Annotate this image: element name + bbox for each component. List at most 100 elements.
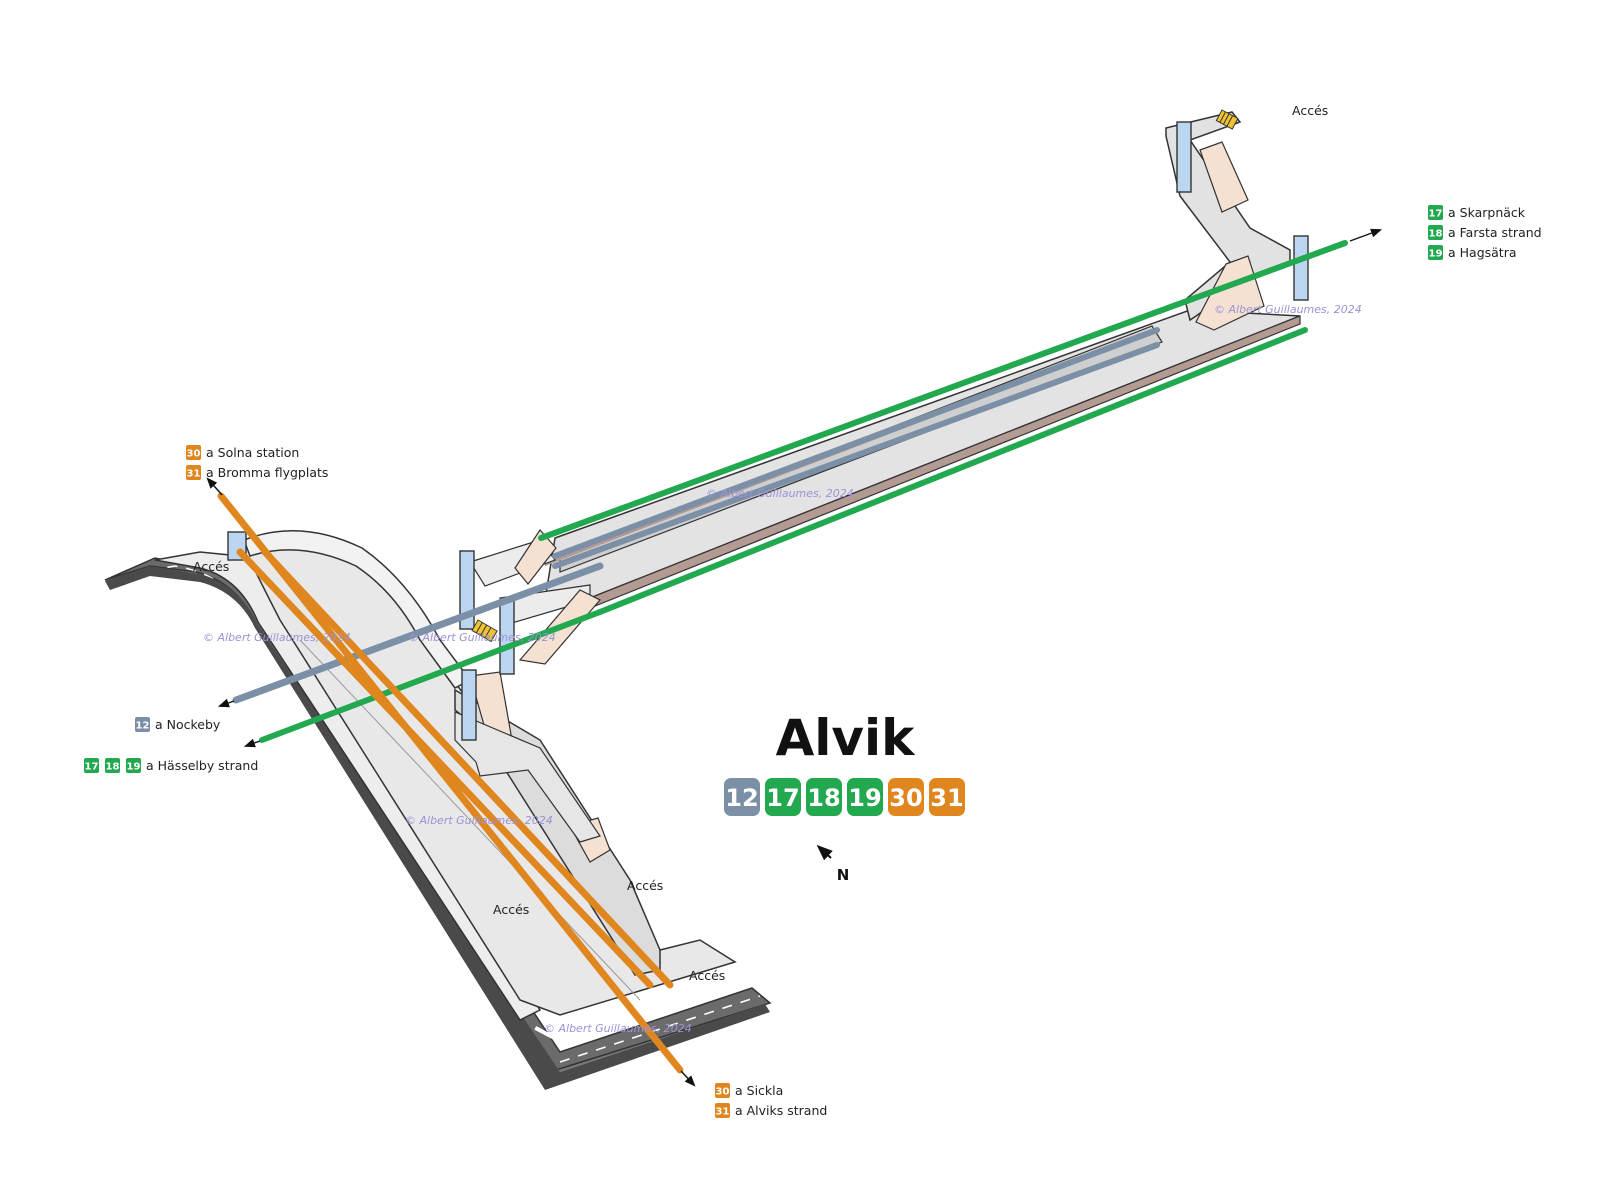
destination-text: a Alviks strand [735, 1103, 827, 1118]
station-line-badge [929, 778, 965, 816]
station-line-number: 18 [807, 784, 840, 812]
station-line-number: 19 [848, 784, 881, 812]
station-line-badge [724, 778, 760, 816]
line-badge [715, 1103, 730, 1118]
west-passage [454, 711, 601, 843]
line-badge-number: 19 [1429, 249, 1443, 260]
station-name: Alvik [776, 709, 917, 767]
escalator-icon [471, 619, 498, 643]
destination-text: a Skarpnäck [1448, 205, 1526, 220]
destination-farsta: 18 a Farsta strand [1428, 225, 1542, 240]
destination-nockeby: 12 a Nockeby [135, 717, 221, 732]
escalator-icon [1215, 109, 1239, 130]
access-label: Accés [627, 878, 663, 893]
elevator-icon [1176, 121, 1192, 193]
north-access [1165, 109, 1309, 331]
line-badge [715, 1083, 730, 1098]
elevator-icon [459, 550, 475, 630]
metro-platform-side [589, 315, 1301, 607]
station-line-badge [806, 778, 842, 816]
track-orange [236, 548, 654, 989]
destination-text: a Solna station [206, 445, 299, 460]
access-labels: Accés Accés Accés Accés Accés [193, 103, 1328, 983]
destination-text: a Farsta strand [1448, 225, 1542, 240]
line-badge-number: 30 [187, 449, 201, 460]
line-badge [1428, 205, 1443, 220]
track-green [597, 327, 1308, 615]
watermark: © Albert Guillaumes, 2024 [706, 487, 854, 500]
station-line-badge [888, 778, 924, 816]
line-badge-number: 12 [136, 721, 150, 732]
access-label: Accés [689, 968, 725, 983]
station-line-badge [765, 778, 801, 816]
line-badge-number: 17 [85, 762, 99, 773]
destination-solna: 30 a Solna station [186, 445, 299, 460]
line-badge [105, 758, 120, 773]
destination-skarpnack: 17 a Skarpnäck [1428, 205, 1526, 220]
crosswalk [534, 1014, 596, 1040]
crosswalk-stripe [574, 1014, 596, 1028]
platform-inner-edge [299, 639, 641, 1001]
direction-arrow-icon [680, 1070, 696, 1087]
line-badge-number: 17 [1429, 209, 1443, 220]
destination-text: a Bromma flygplats [206, 465, 328, 480]
station-line-number: 12 [725, 784, 758, 812]
line-badge [1428, 245, 1443, 260]
destination-text: a Sickla [735, 1083, 783, 1098]
watermark: © Albert Guillaumes, 2024 [544, 1022, 692, 1035]
street-center-line [129, 565, 761, 1069]
line-badge [126, 758, 141, 773]
line-badge [84, 758, 99, 773]
watermark: © Albert Guillaumes, 2024 [203, 631, 351, 644]
line-badge [135, 717, 150, 732]
access-label: Accés [1292, 103, 1328, 118]
station-line-number: 31 [930, 784, 963, 812]
crosswalk-stripe [554, 1020, 576, 1034]
destination-hagsatra: 19 a Hagsätra [1428, 245, 1517, 260]
line-badge-number: 18 [1429, 229, 1443, 240]
watermark: © Albert Guillaumes, 2024 [405, 814, 553, 827]
line-badge-number: 31 [187, 469, 201, 480]
crosswalk-stripe [544, 1023, 566, 1037]
crosswalk-stripe [564, 1017, 586, 1031]
track-line-12 [552, 327, 1160, 559]
watermark: © Albert Guillaumes, 2024 [1214, 303, 1362, 316]
crosswalk-stripe [534, 1026, 556, 1040]
station-line-badge [847, 778, 883, 816]
station-header: Alvik 12 17 18 19 30 31 N [724, 709, 965, 884]
station-line-number: 30 [889, 784, 922, 812]
destination-text: a Nockeby [155, 717, 221, 732]
destination-text: a Hagsätra [1448, 245, 1517, 260]
station-line-number: 17 [766, 784, 799, 812]
north-label: N [837, 866, 850, 884]
destination-text: a Hässelby strand [146, 758, 258, 773]
line-badge [186, 445, 201, 460]
line-badge-number: 19 [127, 762, 141, 773]
destinations: 17 a Skarpnäck 18 a Farsta strand 19 a H… [84, 205, 1542, 1118]
track-line-12 [552, 342, 1160, 569]
direction-arrow-icon [243, 738, 261, 748]
track-green [259, 609, 603, 743]
direction-arrow-icon [217, 698, 235, 708]
station-line-badges: 12 17 18 19 30 31 [724, 778, 965, 816]
line-badge-number: 31 [716, 1107, 730, 1118]
access-label: Accés [493, 902, 529, 917]
north-stair-flight [1199, 141, 1249, 213]
line-badge-number: 18 [106, 762, 120, 773]
destination-hasselby: 17 18 19 a Hässelby strand [84, 758, 258, 773]
watermarks: © Albert Guillaumes, 2024 © Albert Guill… [203, 303, 1362, 1035]
destination-alviks: 31 a Alviks strand [715, 1103, 827, 1118]
watermark: © Albert Guillaumes, 2024 [408, 631, 556, 644]
west-stair-flight [514, 529, 557, 585]
access-label: Accés [193, 559, 229, 574]
street [104, 557, 772, 1090]
north-arrow-icon [816, 844, 833, 861]
destination-bromma: 31 a Bromma flygplats [186, 465, 328, 480]
direction-arrow-icon [1349, 228, 1383, 242]
track-line-12 [232, 562, 604, 704]
metro-platform-top [544, 309, 1301, 601]
elevator-icon [461, 669, 477, 741]
destination-sickla: 30 a Sickla [715, 1083, 783, 1098]
line-badge-number: 30 [716, 1087, 730, 1098]
